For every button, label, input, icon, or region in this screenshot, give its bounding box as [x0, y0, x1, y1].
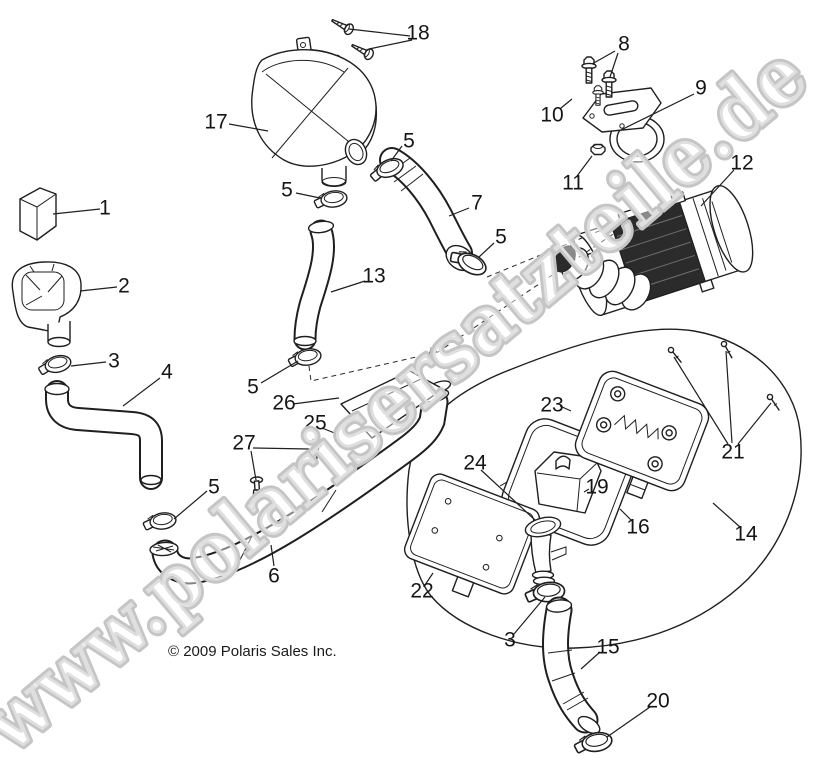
artwork: [11, 14, 802, 756]
part-24-snorkel: [524, 516, 567, 586]
callout-5-5: 5: [281, 179, 293, 202]
leader-line-34: [250, 450, 257, 481]
leader-line-6: [478, 242, 495, 258]
callout-5-4: 5: [403, 130, 415, 153]
leader-line-8: [173, 490, 208, 520]
callout-26-29: 26: [272, 392, 295, 415]
leader-line-7: [260, 360, 299, 384]
part-1-box: [19, 187, 57, 241]
part-15-tube: [542, 596, 601, 735]
leader-line-35: [252, 447, 310, 450]
leader-line-24: [583, 488, 590, 493]
leader-line-21: [228, 123, 269, 132]
callout-11-14: 11: [562, 172, 584, 195]
leader-line-30: [559, 405, 572, 412]
part-22-panel: [403, 473, 541, 598]
part-12-air-filter: [554, 185, 754, 317]
callout-17-20: 17: [204, 111, 227, 134]
leader-line-22: [348, 28, 411, 37]
leader-line-32: [321, 427, 338, 435]
part-3-clamp-upper: [35, 352, 74, 378]
callout-18-21: 18: [406, 22, 429, 45]
callout-15-18: 15: [596, 636, 619, 659]
callout-8-11: 8: [618, 33, 630, 56]
callout-4-3: 4: [161, 361, 173, 384]
leader-line-29: [424, 572, 434, 586]
part-9-bracket: [582, 87, 665, 163]
bellows-hose: [554, 245, 652, 311]
leader-lines: [52, 28, 772, 738]
part-11-nut: [590, 143, 606, 156]
callout-13-16: 13: [362, 265, 385, 288]
part-18-screws: [328, 14, 376, 62]
leader-line-28: [737, 402, 772, 445]
leader-line-31: [480, 469, 536, 521]
leader-line-25: [606, 706, 651, 738]
callout-1-0: 1: [99, 197, 111, 220]
leader-line-20: [619, 508, 633, 522]
part-20-clamp: [571, 729, 615, 756]
callout-10-13: 10: [540, 104, 563, 127]
leader-line-27: [725, 350, 733, 444]
leader-line-18: [712, 502, 741, 528]
callout-5-8: 5: [208, 476, 220, 499]
leader-line-17: [330, 280, 366, 293]
part-8-bolt-a: [581, 56, 597, 84]
part-6-intake-tube: [149, 380, 452, 585]
leader-line-23: [368, 39, 413, 50]
part-17-silencer: [251, 36, 378, 187]
leader-line-1: [79, 286, 118, 292]
leader-line-13: [620, 93, 695, 131]
callout-3-2: 3: [108, 350, 120, 373]
part-19-foam-block: [534, 451, 602, 514]
copyright-text: © 2009 Polaris Sales Inc.: [168, 643, 337, 660]
callout-6-9: 6: [268, 565, 280, 588]
callout-2-1: 2: [118, 275, 130, 298]
callout-22-25: 22: [410, 580, 433, 603]
leader-line-0: [52, 208, 101, 215]
leader-line-4: [390, 145, 403, 162]
part-2-resonator: [11, 261, 82, 348]
callout-5-6: 5: [495, 226, 507, 249]
callout-16-19: 16: [626, 516, 649, 539]
callout-23-26: 23: [540, 394, 563, 417]
callout-12-15: 12: [730, 152, 753, 175]
assembly-arrow: [428, 347, 438, 357]
part-26-shield: [340, 370, 444, 439]
part-23-mount-panel: [574, 370, 710, 500]
callout-24-27: 24: [463, 452, 487, 475]
part-4-elbow-tube: [44, 380, 163, 490]
part-14-panel-outline: [406, 328, 802, 649]
leader-line-15: [576, 155, 593, 177]
leader-line-33: [292, 397, 340, 405]
callout-21-24: 21: [721, 441, 744, 464]
callout-20-23: 20: [646, 690, 669, 713]
callout-25-28: 25: [303, 412, 326, 435]
part-5-clamp-b: [312, 188, 349, 211]
callout-5-7: 5: [247, 376, 259, 399]
dashed-alignment-lines: [308, 213, 644, 382]
leader-line-16: [700, 169, 735, 207]
leader-line-19: [580, 651, 601, 670]
leader-line-3: [122, 377, 161, 407]
leader-line-2: [70, 361, 107, 367]
leader-line-26: [673, 356, 729, 445]
leader-line-14: [560, 98, 573, 109]
dashed-line-1: [486, 214, 639, 278]
callout-27-30: 27: [232, 432, 255, 455]
part-13-tube: [293, 219, 336, 351]
callout-9-12: 9: [695, 77, 707, 100]
leader-line-9: [270, 544, 275, 567]
callout-19-22: 19: [585, 476, 608, 499]
leader-line-36: [513, 596, 546, 635]
callout-14-17: 14: [734, 523, 758, 546]
leader-line-10: [448, 207, 470, 217]
callout-3-31: 3: [504, 629, 516, 652]
leader-line-11: [591, 50, 616, 65]
callout-7-10: 7: [471, 192, 483, 215]
leader-line-5: [295, 192, 321, 199]
leader-line-12: [609, 52, 619, 78]
